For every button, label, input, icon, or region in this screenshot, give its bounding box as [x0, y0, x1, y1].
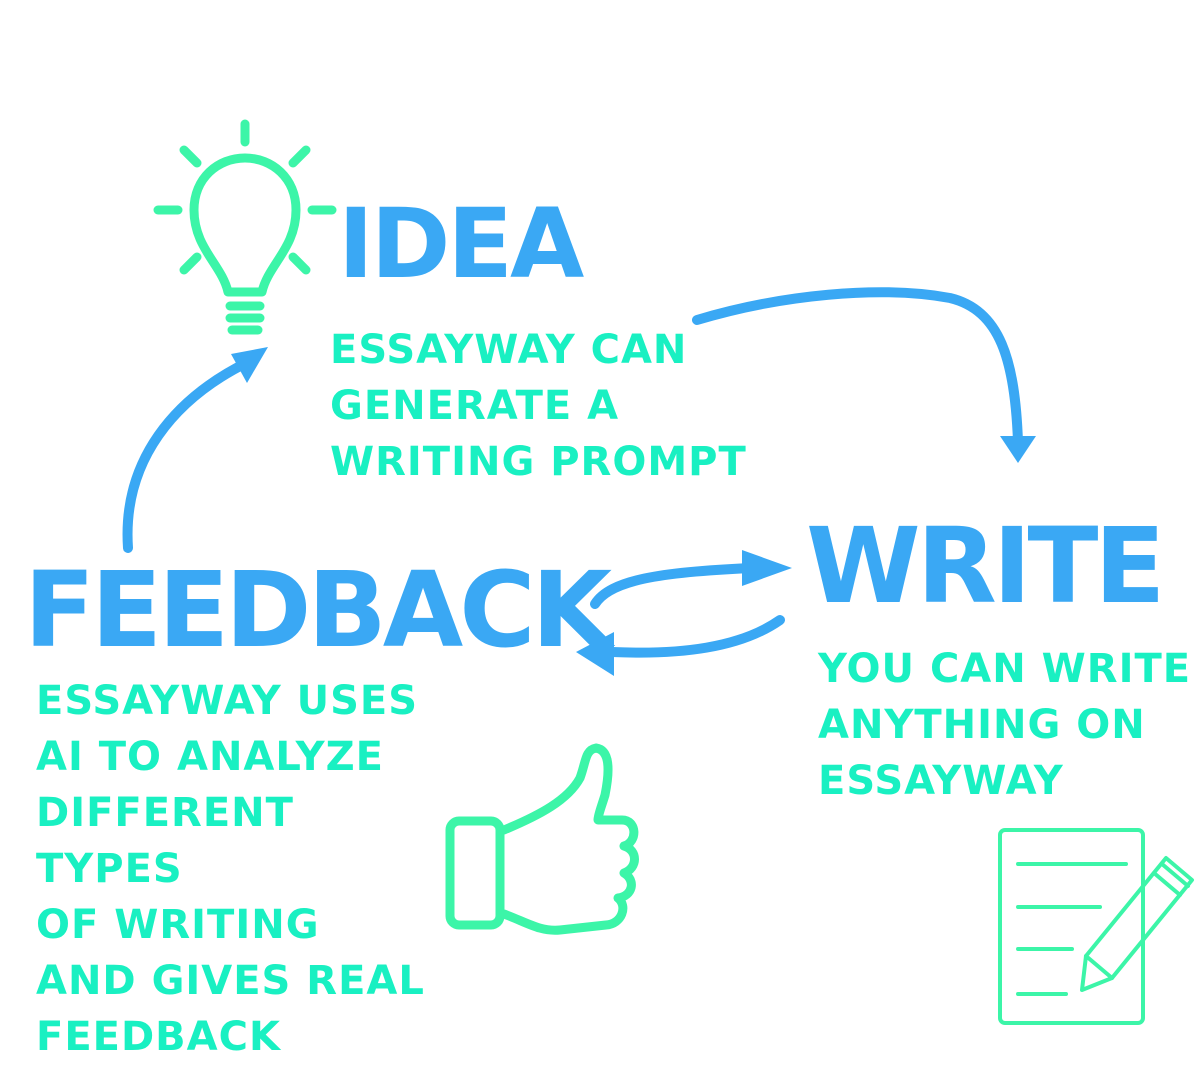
- write-description: YOU CAN WRITE ANYTHING ON ESSAYWAY: [818, 646, 1192, 804]
- thumbs-up-icon: [445, 743, 639, 935]
- write-title: WRITE: [806, 505, 1165, 627]
- idea-description: ESSAYWAY CAN GENERATE A WRITING PROMPT: [330, 327, 747, 485]
- lightbulb-icon: [153, 119, 337, 335]
- arrow-feedback-to-write: [590, 550, 792, 609]
- feedback-title: FEEDBACK: [24, 549, 612, 671]
- arrow-write-to-feedback: [576, 615, 785, 676]
- arrow-idea-to-write: [692, 287, 1036, 463]
- idea-title: IDEA: [338, 188, 584, 300]
- arrow-feedback-to-idea: [122, 347, 268, 553]
- document-pencil-icon: [998, 828, 1194, 1025]
- feedback-description: ESSAYWAY USES AI TO ANALYZE DIFFERENT TY…: [36, 678, 425, 1060]
